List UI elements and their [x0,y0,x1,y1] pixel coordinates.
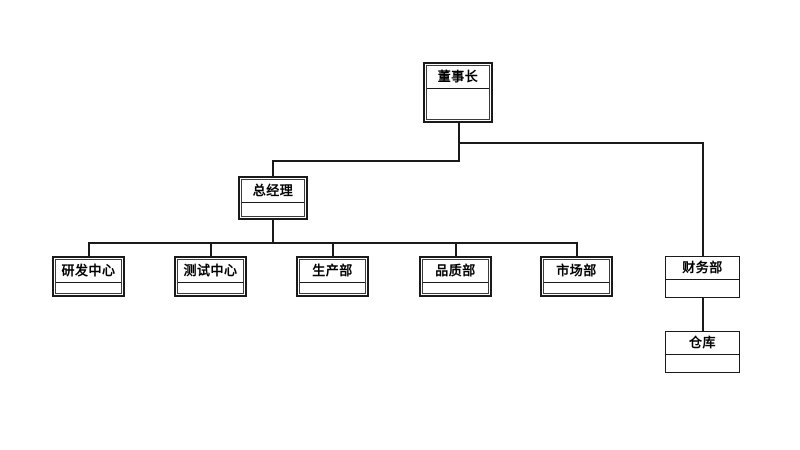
node-test-center-label: 测试中心 [178,260,243,283]
node-marketing-dept-inner: 市场部 [543,259,610,294]
node-rd-center[interactable]: 研发中心 [52,256,125,297]
node-finance-dept[interactable]: 财务部 [665,256,740,298]
node-general-manager[interactable]: 总经理 [238,176,308,220]
node-marketing-dept-label: 市场部 [544,260,609,283]
node-general-manager-label: 总经理 [242,180,304,203]
node-rd-center-sub [56,283,121,293]
connector-finance-drop [702,142,704,257]
connector-finance-to-warehouse [702,298,704,332]
node-quality-dept[interactable]: 品质部 [419,256,492,297]
node-chairman[interactable]: 董事长 [423,62,493,123]
node-general-manager-sub [242,203,304,216]
node-general-manager-inner: 总经理 [241,179,305,217]
connector-gm-stem [272,219,274,244]
node-rd-center-inner: 研发中心 [55,259,122,294]
connector-drop-rd [88,242,90,257]
node-production-dept-inner: 生产部 [299,259,366,294]
node-chairman-inner: 董事长 [426,65,490,120]
node-warehouse-sub [666,355,739,372]
connector-chairman-to-finance-horizontal [458,142,704,144]
node-quality-dept-sub [423,283,488,293]
node-test-center[interactable]: 测试中心 [174,256,247,297]
node-rd-center-label: 研发中心 [56,260,121,283]
node-chairman-label: 董事长 [427,66,489,89]
node-warehouse[interactable]: 仓库 [665,331,740,373]
node-test-center-sub [178,283,243,293]
node-production-dept-sub [300,283,365,293]
node-production-dept-label: 生产部 [300,260,365,283]
connector-chairman-to-gm-horizontal [272,160,460,162]
node-finance-dept-label: 财务部 [666,257,739,280]
node-test-center-inner: 测试中心 [177,259,244,294]
node-quality-dept-inner: 品质部 [422,259,489,294]
node-warehouse-label: 仓库 [666,332,739,355]
connector-drop-prod [332,242,334,257]
node-quality-dept-label: 品质部 [423,260,488,283]
node-finance-dept-sub [666,280,739,297]
node-warehouse-inner: 仓库 [666,332,739,372]
node-production-dept[interactable]: 生产部 [296,256,369,297]
connector-drop-quality [455,242,457,257]
connector-drop-qa [210,242,212,257]
connector-gm-drop [272,160,274,177]
node-chairman-sub [427,89,489,119]
node-marketing-dept-sub [544,283,609,293]
connector-drop-market [576,242,578,257]
node-finance-dept-inner: 财务部 [666,257,739,297]
node-marketing-dept[interactable]: 市场部 [540,256,613,297]
